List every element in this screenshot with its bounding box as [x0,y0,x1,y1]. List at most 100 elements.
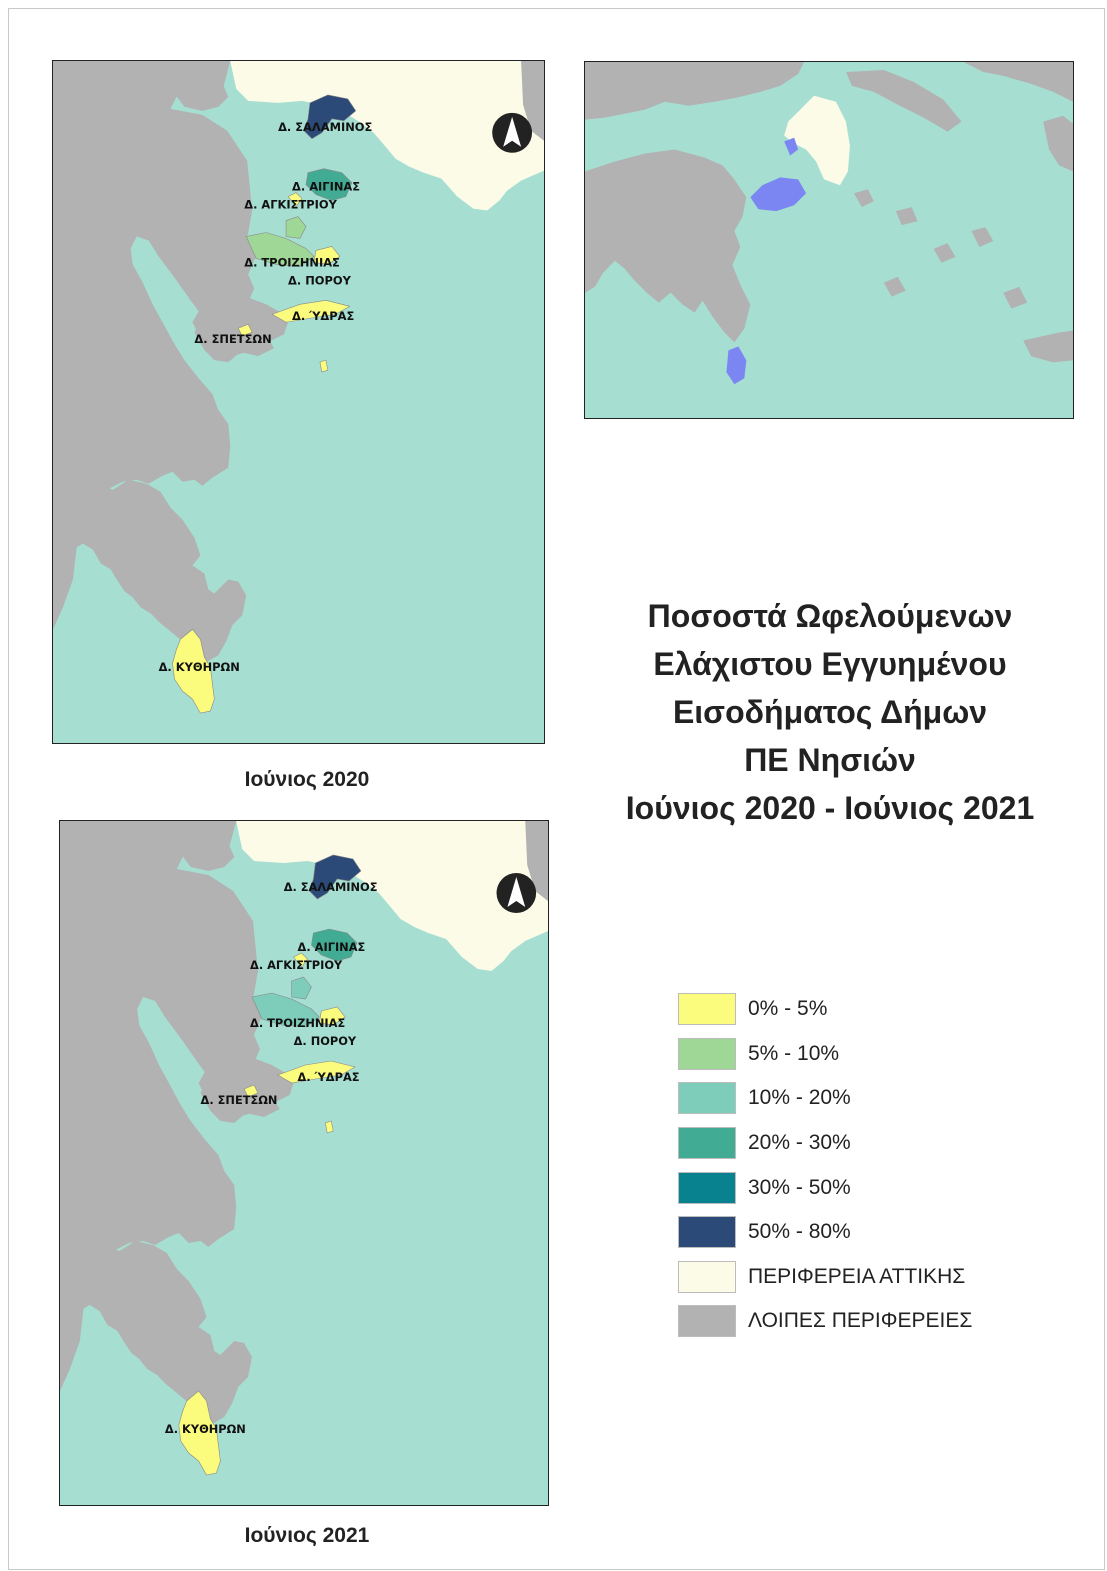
laconia-peninsula [60,1241,253,1425]
spetses-island [237,323,253,337]
legend-row-0-5: 0% - 5% [678,987,972,1032]
kythira-island [178,1390,221,1476]
methana-mainland [172,82,229,111]
inset-salamina-aegina-highlight [784,137,799,156]
salamina-island [309,854,362,900]
title-line-5: Ιούνιος 2020 - Ιούνιος 2021 [625,790,1035,826]
troizinia-islet [285,216,307,239]
caption-june-2020: Ιούνιος 2020 [244,768,370,791]
argolid-peninsula [198,1053,294,1117]
map-svg: Δ. ΣΑΛΑΜΙΝΟΣ Δ. ΑΙΓΙΝΑΣ Δ. ΑΓΚΙΣΤΡΙΟΥ Δ.… [53,61,544,743]
inset-mainland-north [585,62,805,120]
poros-island [318,1006,346,1026]
legend-swatch [678,993,736,1026]
legend-swatch [678,1171,736,1204]
label-spetses: Δ. ΣΠΕΤΣΩΝ [201,1093,278,1107]
inset-cyclades-1 [853,189,874,208]
label-aegina: Δ. ΑΙΓΙΝΑΣ [298,940,366,954]
troizinia-area [251,992,320,1028]
title-line-1: Ποσοστά Ωφελούμενων [647,598,1013,634]
inset-kythira-highlight [726,346,747,385]
kythira-island [172,628,215,714]
caption-june-2021: Ιούνιος 2021 [244,1524,370,1547]
legend-swatch [678,1260,736,1293]
label-hydra: Δ. ΎΔΡΑΣ [298,1070,360,1084]
peloponnese-landmass [60,821,280,1391]
inset-cyclades-5 [883,276,906,297]
legend: 0% - 5% 5% - 10% 10% - 20% 20% - 30% 30%… [678,987,972,1344]
inset-svg [585,62,1073,418]
hydra-island [271,299,351,323]
label-agistri: Δ. ΑΓΚΙΣΤΡΙΟΥ [250,958,343,972]
north-arrow-icon [496,873,537,913]
legend-label: 50% - 80% [748,1220,851,1244]
label-kythira: Δ. ΚΥΘΗΡΩΝ [165,1422,246,1436]
label-aegina: Δ. ΑΙΓΙΝΑΣ [292,180,360,194]
map-title: Ποσοστά Ωφελούμενων Ελάχιστου Εγγυημένου… [575,592,1085,832]
legend-label: ΠΕΡΙΦΕΡΕΙΑ ΑΤΤΙΚΗΣ [748,1264,966,1288]
label-salamina: Δ. ΣΑΛΑΜΙΝΟΣ [278,120,372,134]
evia-coast [525,821,548,901]
inset-east-aegean [1043,115,1073,172]
legend-row-20-30: 20% - 30% [678,1121,972,1166]
inset-overview-map [584,61,1074,419]
legend-swatch [678,1305,736,1338]
title-line-4: ΠΕ Νησιών [744,742,916,778]
label-kythira: Δ. ΚΥΘΗΡΩΝ [159,660,240,674]
attica-landmass [230,61,544,211]
poros-island [313,246,341,265]
inset-north-east [963,62,1073,102]
dokos-islet [319,359,329,373]
inset-attica [784,95,850,186]
peloponnese-landmass [53,61,275,630]
inset-crete-edge [1023,330,1073,363]
legend-label: ΛΟΙΠΕΣ ΠΕΡΙΦΕΡΕΙΕΣ [748,1309,973,1333]
north-arrow-icon [492,112,533,153]
legend-label: 5% - 10% [748,1041,840,1065]
methana-mainland [178,843,235,871]
legend-row-30-50: 30% - 50% [678,1165,972,1210]
laconia-peninsula [53,479,247,664]
inset-cyclades-2 [895,207,918,226]
inset-evia [845,69,962,132]
map-svg: Δ. ΣΑΛΑΜΙΝΟΣ Δ. ΑΙΓΙΝΑΣ Δ. ΑΓΚΙΣΤΡΙΟΥ Δ.… [60,821,548,1505]
legend-row-10-20: 10% - 20% [678,1076,972,1121]
label-troizinia: Δ. ΤΡΟΙΖΗΝΙΑΣ [244,255,340,269]
label-agistri: Δ. ΑΓΚΙΣΤΡΙΟΥ [244,198,337,212]
page-frame [8,8,1105,1570]
inset-cyclades-3 [933,242,956,263]
legend-row-other-regions: ΛΟΙΠΕΣ ΠΕΡΙΦΕΡΕΙΕΣ [678,1299,972,1344]
label-troizinia: Δ. ΤΡΟΙΖΗΝΙΑΣ [250,1016,345,1030]
label-hydra: Δ. ΎΔΡΑΣ [292,309,354,323]
legend-label: 20% - 30% [748,1131,851,1155]
evia-coast [521,61,544,141]
aegina-island [305,168,353,201]
argolid-peninsula [192,292,289,357]
attica-landmass [236,821,548,971]
legend-swatch [678,1082,736,1115]
agistri-island [287,192,303,208]
legend-row-5-10: 5% - 10% [678,1032,972,1077]
agistri-island [293,952,308,968]
dokos-islet [324,1120,334,1134]
label-spetses: Δ. ΣΠΕΤΣΩΝ [194,332,271,346]
inset-saronic-highlight [750,177,807,212]
legend-label: 30% - 50% [748,1175,851,1199]
inset-peloponnese [585,149,751,343]
map-june-2020: Δ. ΣΑΛΑΜΙΝΟΣ Δ. ΑΙΓΙΝΑΣ Δ. ΑΓΚΙΣΤΡΙΟΥ Δ.… [52,60,545,744]
troizinia-islet [291,976,312,1000]
inset-west-land [585,185,611,238]
legend-swatch [678,1127,736,1160]
label-salamina: Δ. ΣΑΛΑΜΙΝΟΣ [284,880,378,894]
legend-row-50-80: 50% - 80% [678,1210,972,1255]
legend-row-attica: ΠΕΡΙΦΕΡΕΙΑ ΑΤΤΙΚΗΣ [678,1255,972,1300]
map-june-2021: Δ. ΣΑΛΑΜΙΝΟΣ Δ. ΑΙΓΙΝΑΣ Δ. ΑΓΚΙΣΤΡΙΟΥ Δ.… [59,820,549,1506]
aegina-island [311,928,358,962]
legend-label: 0% - 5% [748,997,828,1021]
legend-swatch [678,1037,736,1070]
legend-label: 10% - 20% [748,1086,851,1110]
spetses-island [243,1084,259,1098]
troizinia-area [245,232,315,267]
legend-swatch [678,1216,736,1249]
label-poros: Δ. ΠΟΡΟΥ [294,1034,357,1048]
